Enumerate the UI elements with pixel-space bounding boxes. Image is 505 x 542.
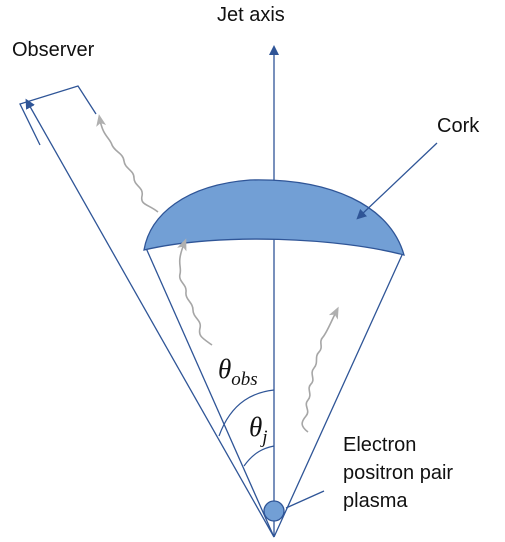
theta-j-angle-arc <box>243 445 275 467</box>
observer-line-of-sight-arrow <box>25 98 275 538</box>
photon-arrow-right <box>301 306 339 433</box>
theta-obs-symbol: θ <box>218 354 232 384</box>
theta-j-symbol: θ <box>249 412 263 442</box>
plasma-label-line2: positron pair <box>343 462 454 484</box>
observer-bracket <box>19 85 97 146</box>
cork-label: Cork <box>437 115 480 137</box>
theta-j-label: θj <box>249 412 268 449</box>
cork-shape <box>143 179 405 256</box>
plasma-label-line3: plasma <box>343 490 408 512</box>
plasma-pointer <box>285 490 325 509</box>
plasma-ball <box>263 500 285 522</box>
jet-axis-label: Jet axis <box>217 4 285 26</box>
observer-label: Observer <box>12 39 95 61</box>
theta-obs-subscript: obs <box>231 369 258 390</box>
photon-arrow-upper-left <box>96 114 159 213</box>
jet-cone-right-edge <box>273 254 403 538</box>
theta-obs-angle-arc <box>218 389 275 437</box>
photon-arrow-middle-left <box>177 238 213 346</box>
jet-cone-left-edge <box>145 247 275 538</box>
theta-obs-label: θobs <box>218 354 258 391</box>
cork-pointer-arrow <box>356 142 438 220</box>
theta-j-subscript: j <box>262 427 268 448</box>
plasma-label-line1: Electron <box>343 434 417 456</box>
